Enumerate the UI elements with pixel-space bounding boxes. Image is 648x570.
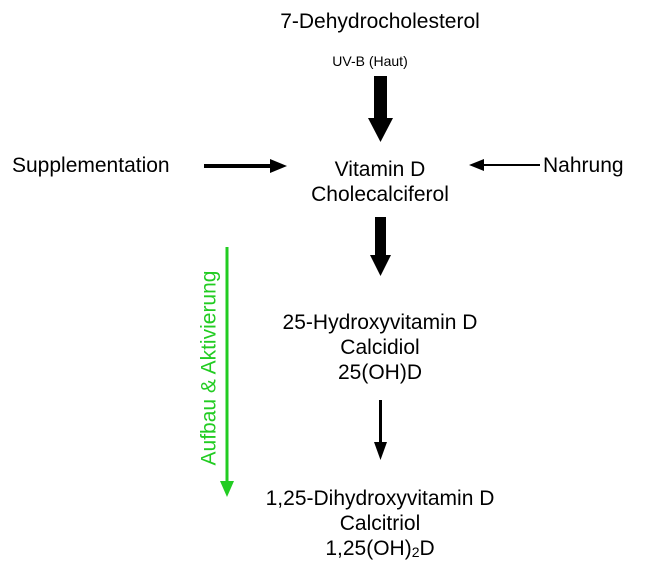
uvb-arrow (368, 76, 393, 142)
supplementation-arrow (204, 159, 287, 173)
vitamin-d-synonym: Cholecalciferol (311, 183, 449, 206)
dihydroxy-abbrev-subscript: 2 (411, 544, 420, 560)
uvb-label: UV-B (Haut) (332, 53, 408, 69)
nahrung-arrow (469, 159, 540, 171)
node-25-hydroxyvitamin-d: 25-Hydroxyvitamin D Calcidiol 25(OH)D (283, 310, 478, 385)
green-progress-arrow (220, 247, 234, 497)
dihydroxy-synonym: Calcitriol (339, 512, 421, 535)
hydroxy-abbrev: 25(OH)D (337, 361, 423, 384)
dihydroxy-name: 1,25-Dihydroxyvitamin D (265, 487, 495, 510)
vitd-to-hydroxy-arrow (370, 217, 391, 276)
node-7-dehydrocholesterol: 7-Dehydrocholesterol (280, 10, 480, 33)
vitamin-d-name: Vitamin D (334, 158, 426, 181)
hydroxy-synonym: Calcidiol (340, 336, 420, 359)
dihydroxy-abbrev-prefix: 1,25(OH) (325, 537, 412, 560)
supplementation-label: Supplementation (12, 154, 170, 177)
node-vitamin-d: Vitamin D Cholecalciferol (311, 157, 449, 207)
node-1-25-dihydroxyvitamin-d: 1,25-Dihydroxyvitamin D Calcitriol 1,25(… (266, 486, 495, 565)
dihydroxy-abbrev: 1,25(OH)2D (266, 536, 495, 565)
nahrung-label: Nahrung (543, 154, 624, 177)
hydroxy-name: 25-Hydroxyvitamin D (282, 311, 478, 334)
hydroxy-to-dihydroxy-arrow (374, 400, 387, 460)
aufbau-aktivierung-label: Aufbau & Aktivierung (197, 270, 221, 466)
dihydroxy-abbrev-suffix: D (419, 537, 435, 560)
